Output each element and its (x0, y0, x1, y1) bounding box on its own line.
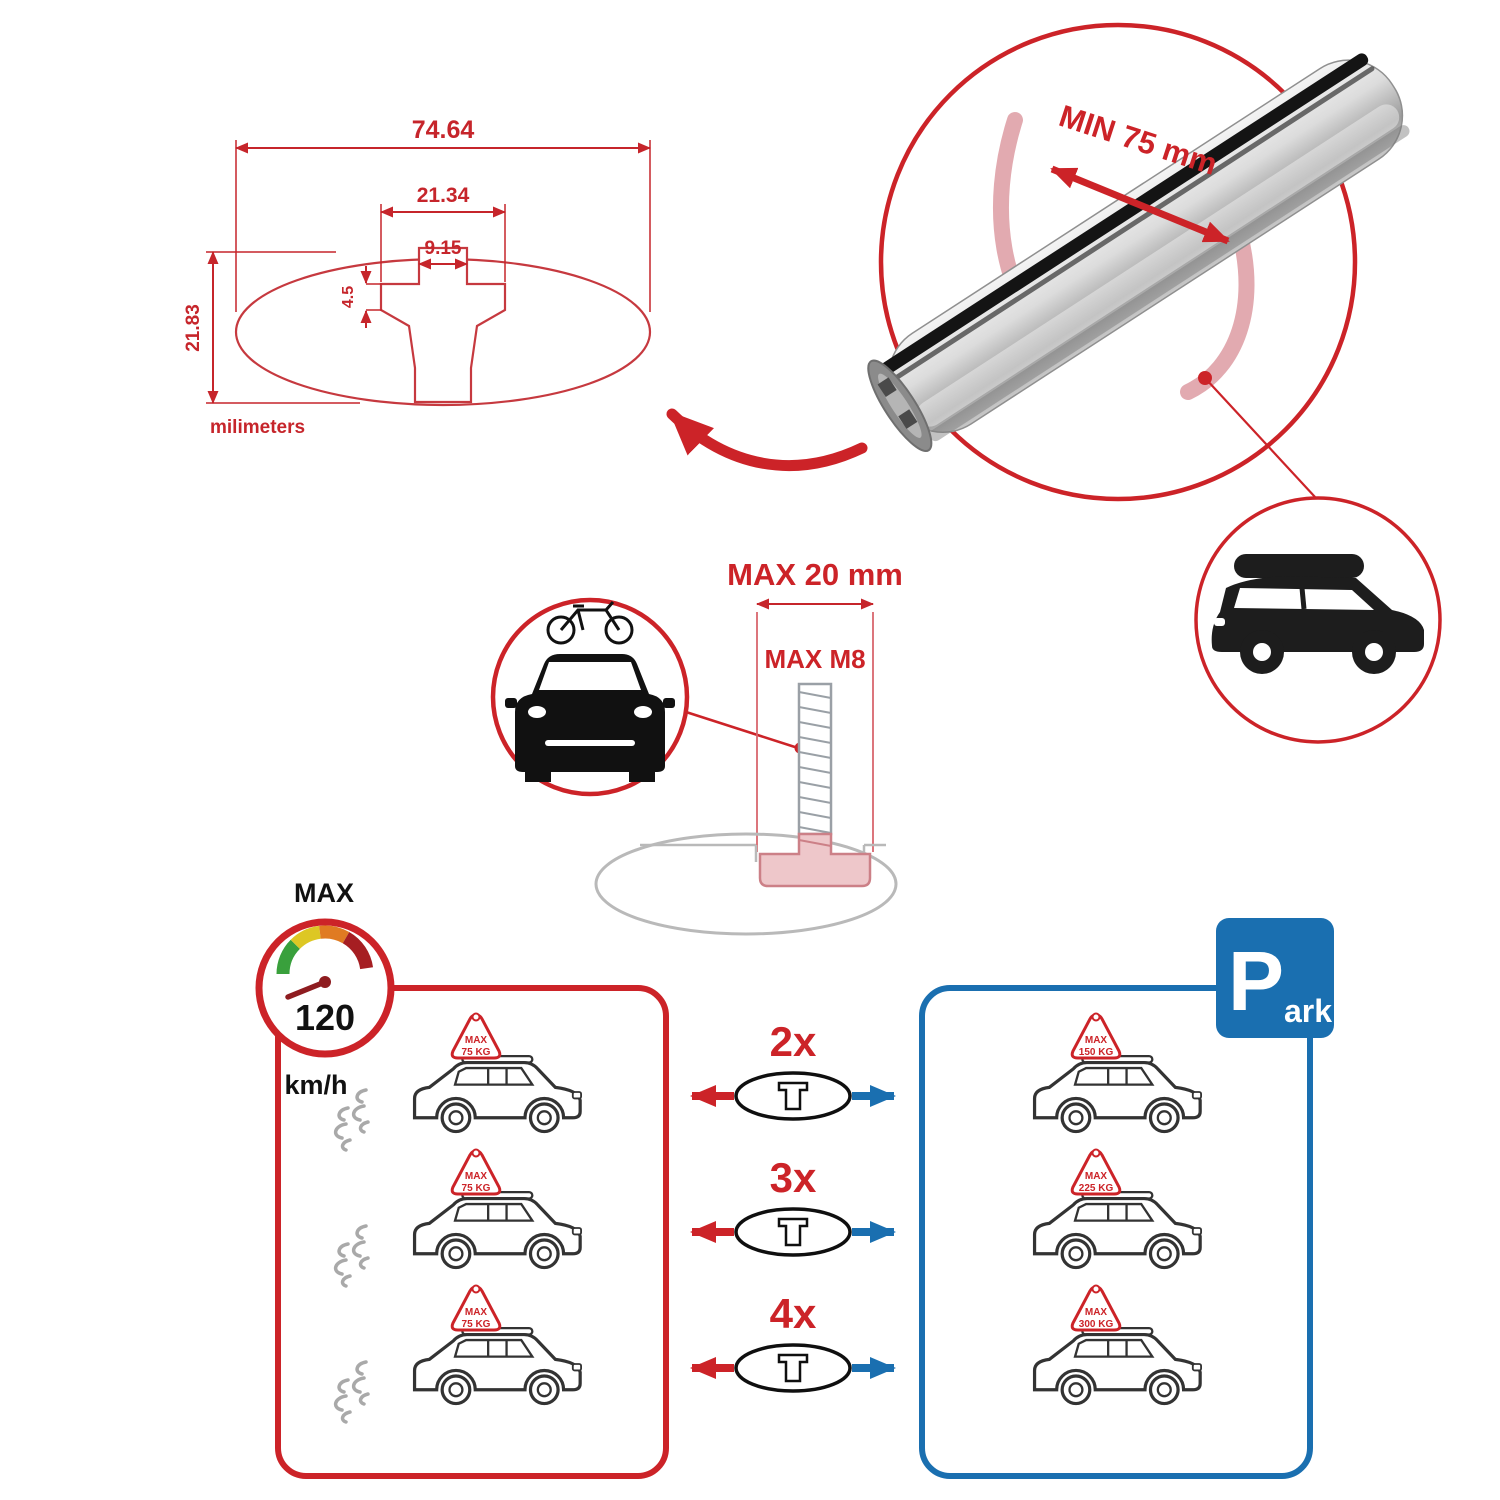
parked-car-row-2: MAX 225 KG (1032, 1148, 1203, 1270)
badge-max-label: MAX (465, 1307, 488, 1318)
badge-max-label: MAX (465, 1171, 488, 1182)
load-badge-parked-3: MAX 300 KG (1070, 1284, 1122, 1332)
park-sign-suffix: ark (1284, 993, 1332, 1029)
car-front-bike-circle (490, 597, 690, 797)
badge-kg-label: 75 KG (462, 1183, 491, 1194)
units-label: milimeters (210, 417, 305, 438)
badge-kg-label: 75 KG (462, 1319, 491, 1330)
badge-kg-label: 300 KG (1079, 1319, 1114, 1330)
dim-total-width: 74.64 (412, 116, 475, 144)
bolt-max-width-label: MAX 20 mm (727, 557, 903, 592)
qty-label-3x: 3x (770, 1154, 817, 1201)
badge-kg-label: 225 KG (1079, 1183, 1114, 1194)
qty-label-4x: 4x (770, 1290, 817, 1337)
dim-slot-outer-width: 21.34 (417, 184, 470, 207)
bolt-detail: MAX 20 mm MAX M8 (594, 557, 903, 936)
quantity-row-2: 3x (690, 1154, 896, 1257)
load-badge-driving-2: MAX 75 KG (450, 1148, 502, 1196)
speed-max-label: MAX (294, 878, 354, 908)
speed-limit-gauge: MAX 120 km/h (255, 878, 395, 1100)
badge-max-label: MAX (1085, 1307, 1108, 1318)
min-span-arrow (1050, 165, 1230, 245)
driving-car-row-3: MAX 75 KG (333, 1284, 583, 1424)
ghost-profile-ellipse (594, 832, 898, 936)
bolt-max-thread-label: MAX M8 (764, 644, 865, 674)
qty-label-2x: 2x (770, 1018, 817, 1065)
dim-slot-inner-width: 9.15 (425, 238, 462, 259)
load-badge-parked-2: MAX 225 KG (1070, 1148, 1122, 1196)
dim-slot-depth: 4.5 (340, 286, 357, 308)
park-sign: P ark (1216, 918, 1334, 1038)
technical-cross-section: 74.64 21.34 9.15 4.5 21.83 milimeters (183, 116, 652, 438)
suv-with-roofbox (1211, 554, 1424, 674)
load-badge-driving-3: MAX 75 KG (450, 1284, 502, 1332)
pointer-arrow-to-cross-section (666, 408, 868, 471)
dim-total-height: 21.83 (183, 304, 204, 352)
quantity-row-3: 4x (690, 1290, 896, 1393)
car-front-icon (505, 654, 675, 782)
driving-car-row-1: MAX 75 KG (333, 1012, 583, 1152)
gauge-needle (285, 979, 328, 1000)
badge-max-label: MAX (465, 1035, 488, 1046)
load-badge-driving-1: MAX 75 KG (450, 1012, 502, 1060)
bike-icon (546, 601, 634, 645)
speed-unit: km/h (284, 1070, 347, 1100)
badge-kg-label: 75 KG (462, 1047, 491, 1058)
quantity-row-1: 2x (690, 1018, 896, 1121)
badge-max-label: MAX (1085, 1171, 1108, 1182)
park-sign-board (1216, 918, 1334, 1038)
park-sign-letter: P (1228, 934, 1284, 1028)
vehicle-circle (1194, 496, 1442, 744)
load-badge-parked-1: MAX 150 KG (1070, 1012, 1122, 1060)
speed-value: 120 (295, 997, 355, 1038)
t-bolt (758, 682, 872, 888)
badge-max-label: MAX (1085, 1035, 1108, 1046)
driving-car-row-2: MAX 75 KG (333, 1148, 583, 1288)
parked-car-row-1: MAX 150 KG (1032, 1012, 1203, 1134)
leader-line-to-bolt (685, 710, 799, 750)
t-slot-profile (379, 246, 507, 404)
crossbar-detail-circle: MIN 75 mm (867, 22, 1410, 502)
leader-line-to-vehicle (1204, 377, 1316, 498)
parked-car-row-3: MAX 300 KG (1032, 1284, 1203, 1406)
badge-kg-label: 150 KG (1079, 1047, 1114, 1058)
